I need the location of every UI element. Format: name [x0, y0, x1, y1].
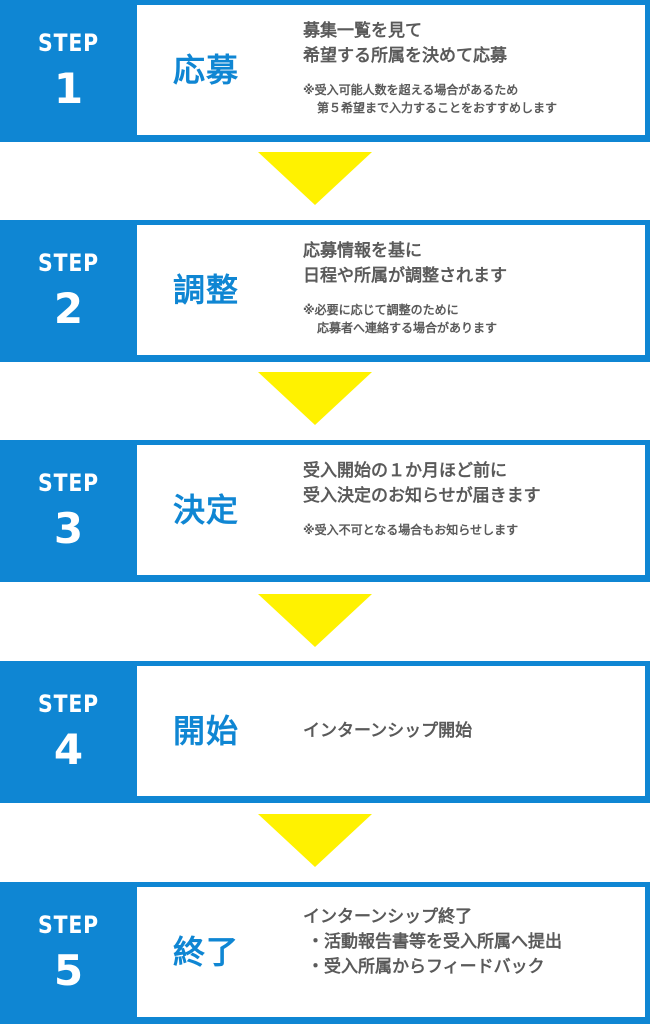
step-5-badge: STEP 5 — [0, 882, 137, 1024]
step-4-description: インターンシップ開始 — [303, 666, 635, 796]
step-5: STEP 5 終了 インターンシップ終了 ・活動報告書等を受入所属へ提出 ・受入… — [0, 882, 650, 1024]
step-2: STEP 2 調整 応募情報を基に 日程や所属が調整されます ※必要に応じて調整… — [0, 220, 650, 362]
step-5-line-1: インターンシップ終了 — [303, 907, 473, 927]
step-3-line-1: 受入開始の１か月ほど前に — [303, 461, 507, 481]
step-1-card: 応募 募集一覧を見て 希望する所属を決めて応募 ※受入可能人数を超える場合がある… — [137, 5, 645, 135]
step-5-number: 5 — [53, 946, 84, 995]
step-2-note-line-2: 応募者へ連絡する場合があります — [317, 321, 498, 335]
step-3: STEP 3 決定 受入開始の１か月ほど前に 受入決定のお知らせが届きます ※受… — [0, 440, 650, 582]
step-5-line-2: ・活動報告書等を受入所属へ提出 — [307, 932, 562, 952]
step-2-description: 応募情報を基に 日程や所属が調整されます ※必要に応じて調整のために 応募者へ連… — [303, 239, 635, 337]
step-1-note-line-1: ※受入可能人数を超える場合があるため — [303, 83, 519, 97]
step-2-line-1: 応募情報を基に — [303, 241, 422, 261]
step-1-line-2: 希望する所属を決めて応募 — [303, 46, 507, 66]
step-1-note: ※受入可能人数を超える場合があるため 第５希望まで入力することをおすすめします — [303, 81, 635, 117]
step-3-note: ※受入不可となる場合もお知らせします — [303, 521, 635, 539]
step-3-title: 決定 — [173, 491, 240, 529]
step-1-badge: STEP 1 — [0, 0, 137, 142]
step-1: STEP 1 応募 募集一覧を見て 希望する所属を決めて応募 ※受入可能人数を超… — [0, 0, 650, 142]
step-4-line-1: インターンシップ開始 — [303, 720, 473, 741]
step-2-line-2: 日程や所属が調整されます — [303, 266, 507, 286]
step-1-note-line-2: 第５希望まで入力することをおすすめします — [317, 101, 558, 115]
step-3-description: 受入開始の１か月ほど前に 受入決定のお知らせが届きます ※受入不可となる場合もお… — [303, 459, 635, 539]
step-3-card: 決定 受入開始の１か月ほど前に 受入決定のお知らせが届きます ※受入不可となる場… — [137, 445, 645, 575]
step-3-badge: STEP 3 — [0, 440, 137, 582]
step-2-note: ※必要に応じて調整のために 応募者へ連絡する場合があります — [303, 301, 635, 337]
step-4-label: STEP — [38, 690, 99, 718]
step-1-number: 1 — [53, 64, 84, 113]
step-2-label: STEP — [38, 249, 99, 277]
step-2-title: 調整 — [173, 271, 240, 309]
step-1-description: 募集一覧を見て 希望する所属を決めて応募 ※受入可能人数を超える場合があるため … — [303, 19, 635, 117]
step-4-number: 4 — [53, 725, 84, 774]
step-4-badge: STEP 4 — [0, 661, 137, 803]
step-5-label: STEP — [38, 911, 99, 939]
step-4-card: 開始 インターンシップ開始 — [137, 666, 645, 796]
step-2-note-line-1: ※必要に応じて調整のために — [303, 303, 459, 317]
step-5-card: 終了 インターンシップ終了 ・活動報告書等を受入所属へ提出 ・受入所属からフィー… — [137, 887, 645, 1017]
step-5-description: インターンシップ終了 ・活動報告書等を受入所属へ提出 ・受入所属からフィードバッ… — [303, 905, 635, 980]
step-3-number: 3 — [53, 504, 84, 553]
step-1-line-1: 募集一覧を見て — [303, 21, 422, 41]
step-4-title: 開始 — [173, 712, 240, 750]
step-2-number: 2 — [53, 284, 84, 333]
step-2-card: 調整 応募情報を基に 日程や所属が調整されます ※必要に応じて調整のために 応募… — [137, 225, 645, 355]
step-4: STEP 4 開始 インターンシップ開始 — [0, 661, 650, 803]
step-1-label: STEP — [38, 29, 99, 57]
step-3-label: STEP — [38, 469, 99, 497]
step-1-title: 応募 — [173, 51, 240, 89]
down-arrow-icon — [258, 152, 372, 205]
step-3-note-line-1: ※受入不可となる場合もお知らせします — [303, 523, 519, 537]
step-5-line-3: ・受入所属からフィードバック — [307, 957, 545, 977]
step-2-badge: STEP 2 — [0, 220, 137, 362]
down-arrow-icon — [258, 372, 372, 425]
step-3-line-2: 受入決定のお知らせが届きます — [303, 486, 541, 506]
down-arrow-icon — [258, 594, 372, 647]
step-5-title: 終了 — [173, 933, 240, 971]
down-arrow-icon — [258, 814, 372, 867]
